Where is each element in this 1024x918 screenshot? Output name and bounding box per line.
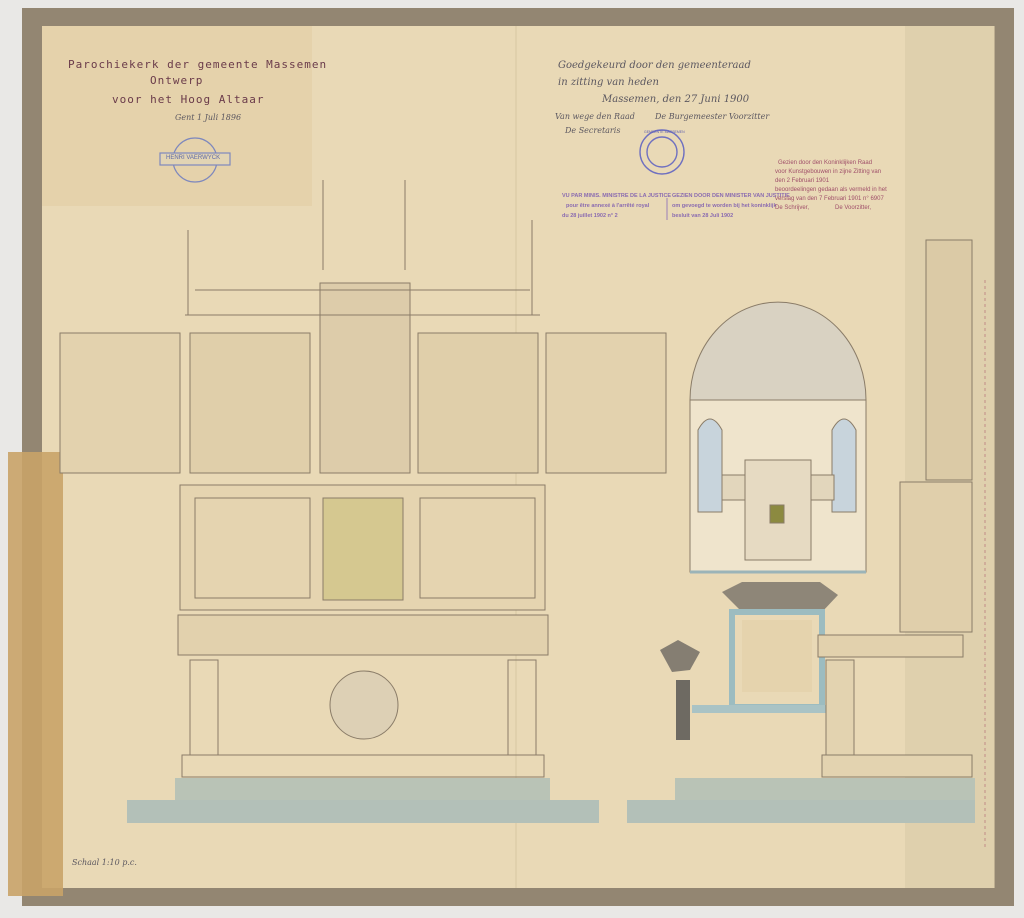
architect-stamp [159, 137, 231, 183]
approval-left-label: Van wege den Raad [555, 112, 635, 121]
approval-line-3: Massemen, den 27 Juni 1900 [602, 94, 750, 105]
architect-stamp-text: HENRI VAERWYCK [166, 155, 221, 161]
commission-line-2: voor Kunstgebouwen in zijne Zitting van [775, 169, 882, 175]
commission-chairman: De Voorzitter, [835, 205, 872, 211]
altar-front-elevation [59, 180, 667, 778]
floor-plan [660, 582, 838, 740]
altar-step-lower [127, 800, 599, 823]
title-line-1: Parochiekerk der gemeente Massemen [68, 58, 328, 71]
ministry-fr-3: du 28 juillet 1902 n° 2 [562, 213, 618, 219]
commission-line-3: den 2 Februari 1901 [775, 178, 830, 184]
approval-left-role: De Secretaris [565, 126, 621, 135]
side-step-lower [627, 800, 975, 823]
approval-line-2: in zitting van heden [558, 77, 659, 88]
commission-line-4: beoordeelingen gedaan als vermeld in het [775, 187, 887, 193]
ministry-nl-1: GEZIEN DOOR DEN MINISTER VAN JUSTITIE [672, 193, 790, 199]
scale-note: Schaal 1:10 p.c. [72, 858, 137, 867]
commission-line-5: verslag van den 7 Februari 1901 n° 6907 [775, 196, 884, 202]
design-date: Gent 1 Juli 1896 [175, 113, 242, 122]
title-line-3: voor het Hoog Altaar [112, 93, 265, 106]
seal-text: GEMEENTE MASSEMEN [644, 130, 685, 134]
approval-right-label: De Burgemeester Voorzitter [655, 112, 770, 121]
altar-side-elevation [817, 239, 973, 778]
ministry-nl-3: besluit van 28 Juli 1902 [672, 213, 734, 219]
ministry-fr-1: VU PAR MINIS. MINISTRE DE LA JUSTICE [562, 193, 672, 199]
apse-elevation [689, 301, 867, 574]
commission-line-1: Gezien door den Koninklijken Raad [778, 160, 873, 166]
municipal-seal [639, 129, 685, 175]
ministry-fr-2: pour être annexé à l'arrêté royal [566, 203, 650, 209]
title-line-2: Ontwerp [150, 74, 204, 87]
tape-strip [8, 452, 63, 896]
altar-step-upper [175, 778, 550, 800]
ministry-nl-2: om gevoegd te worden bij het koninklijk [672, 203, 777, 209]
approval-line-1: Goedgekeurd door den gemeenteraad [558, 60, 751, 71]
side-step-upper [675, 778, 975, 800]
commission-secretary: De Schrijver, [775, 205, 810, 211]
